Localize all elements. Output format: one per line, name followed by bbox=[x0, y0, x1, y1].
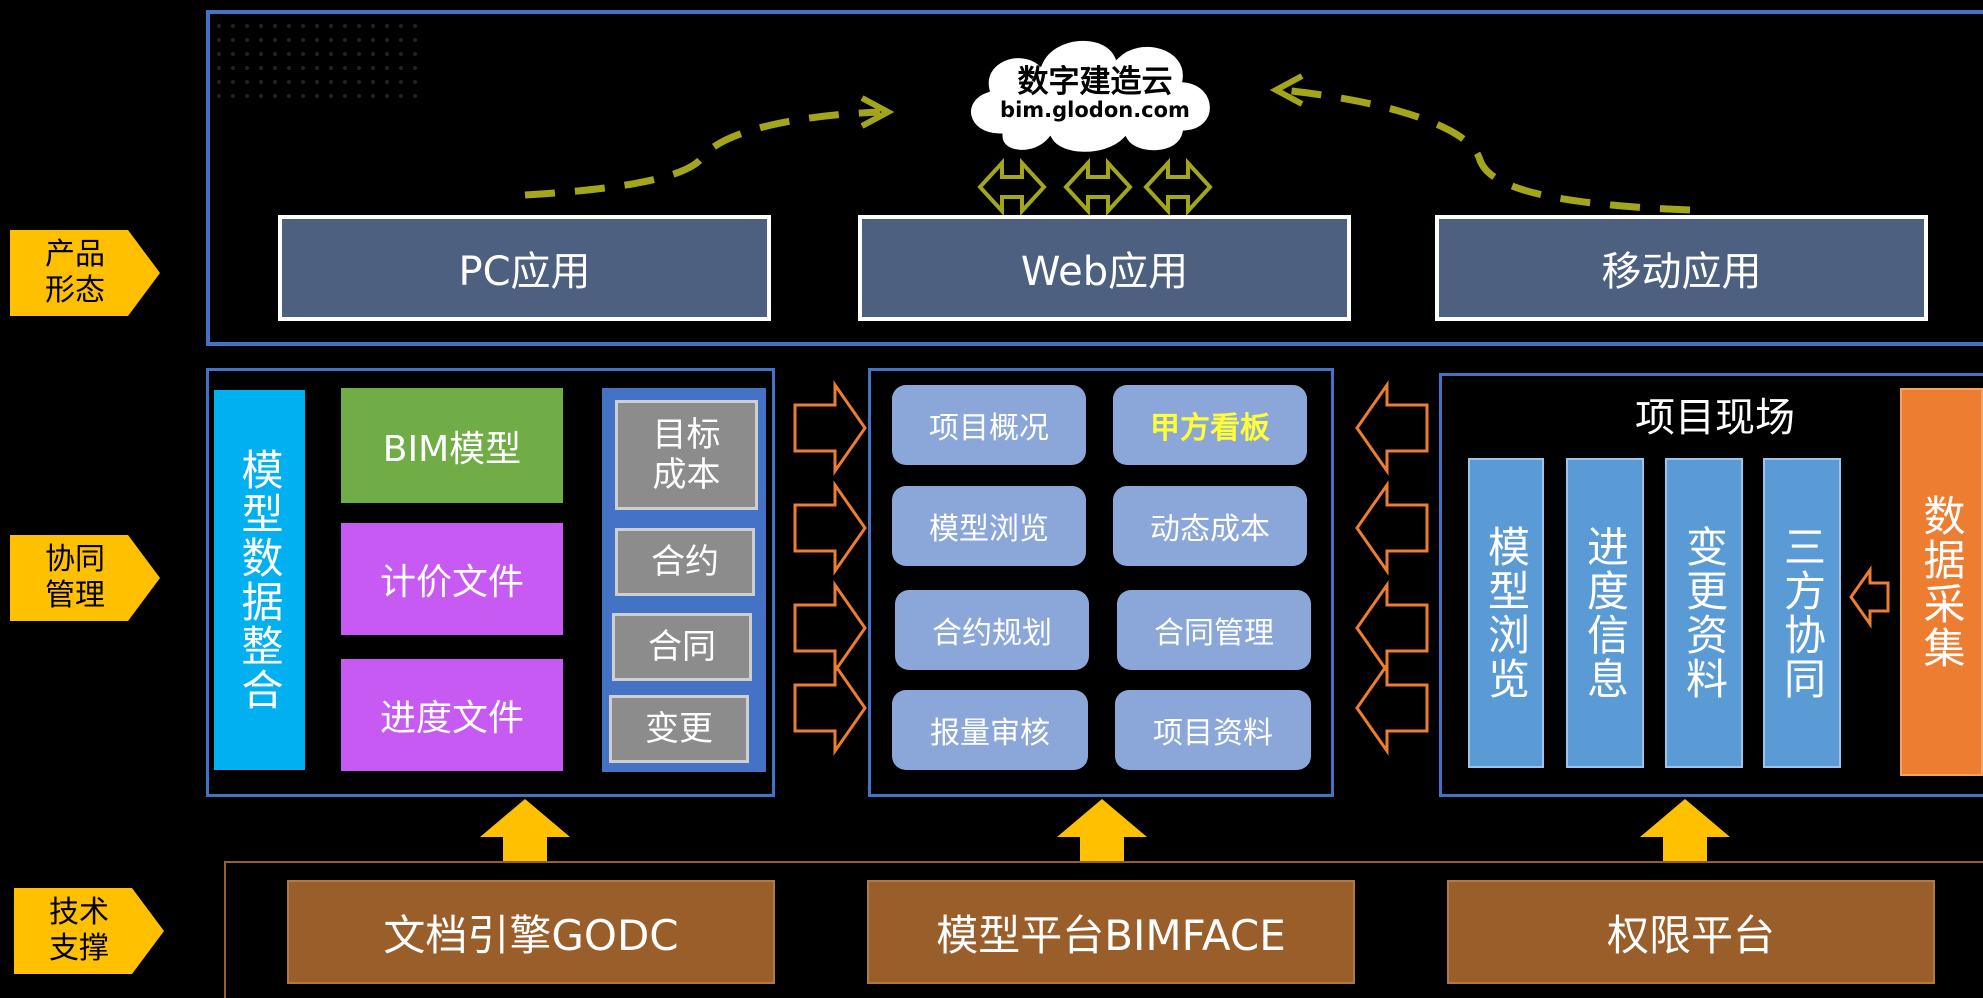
row-label-collab-text: 协同 管理 bbox=[45, 542, 105, 613]
model-data-integration: 模型数据整合 bbox=[214, 390, 305, 770]
center-item-contract-plan: 合约规划 bbox=[895, 590, 1089, 670]
left-arrows bbox=[1355, 380, 1429, 756]
right-panel bbox=[1439, 373, 1983, 797]
row-label-product-text: 产品 形态 bbox=[45, 237, 105, 308]
mobile-app-box: 移动应用 bbox=[1435, 215, 1928, 321]
web-app-box: Web应用 bbox=[858, 215, 1351, 321]
tech-frame bbox=[224, 861, 1983, 998]
center-item-owner-dashboard: 甲方看板 bbox=[1113, 385, 1307, 465]
tech-godc: 文档引擎GODC bbox=[287, 880, 775, 984]
site-col-model-browse: 模型浏览 bbox=[1468, 458, 1544, 768]
target-cost-box: 目标 成本 bbox=[615, 400, 758, 510]
up-arrow-left bbox=[480, 799, 570, 861]
center-panel bbox=[868, 368, 1334, 797]
change-box: 变更 bbox=[609, 695, 749, 763]
bidirectional-arrows bbox=[977, 157, 1213, 217]
site-title: 项目现场 bbox=[1635, 395, 1795, 441]
product-frame bbox=[206, 10, 1983, 346]
center-item-model-browse: 模型浏览 bbox=[892, 486, 1086, 566]
center-item-quantity-review: 报量审核 bbox=[892, 690, 1088, 770]
up-arrow-center bbox=[1057, 799, 1147, 861]
cloud-icon: 数字建造云 bim.glodon.com bbox=[945, 18, 1245, 168]
contract-box: 合同 bbox=[612, 613, 752, 681]
pc-app-box: PC应用 bbox=[278, 215, 771, 321]
center-item-dynamic-cost: 动态成本 bbox=[1113, 486, 1307, 566]
tag-arrow-shape bbox=[14, 888, 164, 974]
row-label-collab: 协同 管理 bbox=[10, 535, 160, 621]
site-col-three-party: 三方协同 bbox=[1763, 458, 1841, 768]
dashed-arrows bbox=[524, 73, 1691, 214]
cloud-title: 数字建造云 bbox=[1017, 64, 1173, 100]
pricing-file-box: 计价文件 bbox=[341, 523, 563, 635]
data-collect-box: 数据采集 bbox=[1900, 388, 1983, 776]
tag-arrow-shape bbox=[10, 535, 160, 621]
row-label-tech: 技术 支撑 bbox=[14, 888, 164, 974]
row-label-tech-text: 技术 支撑 bbox=[49, 895, 109, 966]
left-panel bbox=[206, 368, 775, 797]
dot-pattern bbox=[215, 22, 425, 102]
contract-plan-box: 合约 bbox=[615, 528, 755, 596]
up-arrow-right bbox=[1640, 799, 1730, 861]
right-arrows bbox=[793, 380, 867, 756]
bim-model-box: BIM模型 bbox=[341, 388, 563, 503]
site-col-progress: 进度信息 bbox=[1566, 458, 1644, 768]
row-label-product: 产品 形态 bbox=[10, 230, 160, 316]
center-item-project-docs: 项目资料 bbox=[1115, 690, 1311, 770]
tag-arrow-shape bbox=[10, 230, 160, 316]
cloud-url: bim.glodon.com bbox=[1000, 98, 1190, 122]
tech-bimface: 模型平台BIMFACE bbox=[867, 880, 1355, 984]
center-item-overview: 项目概况 bbox=[892, 385, 1086, 465]
site-col-changes: 变更资料 bbox=[1665, 458, 1743, 768]
center-item-contract-manage: 合同管理 bbox=[1117, 590, 1311, 670]
small-left-arrow bbox=[1849, 565, 1890, 629]
schedule-file-box: 进度文件 bbox=[341, 659, 563, 771]
tech-auth: 权限平台 bbox=[1447, 880, 1935, 984]
